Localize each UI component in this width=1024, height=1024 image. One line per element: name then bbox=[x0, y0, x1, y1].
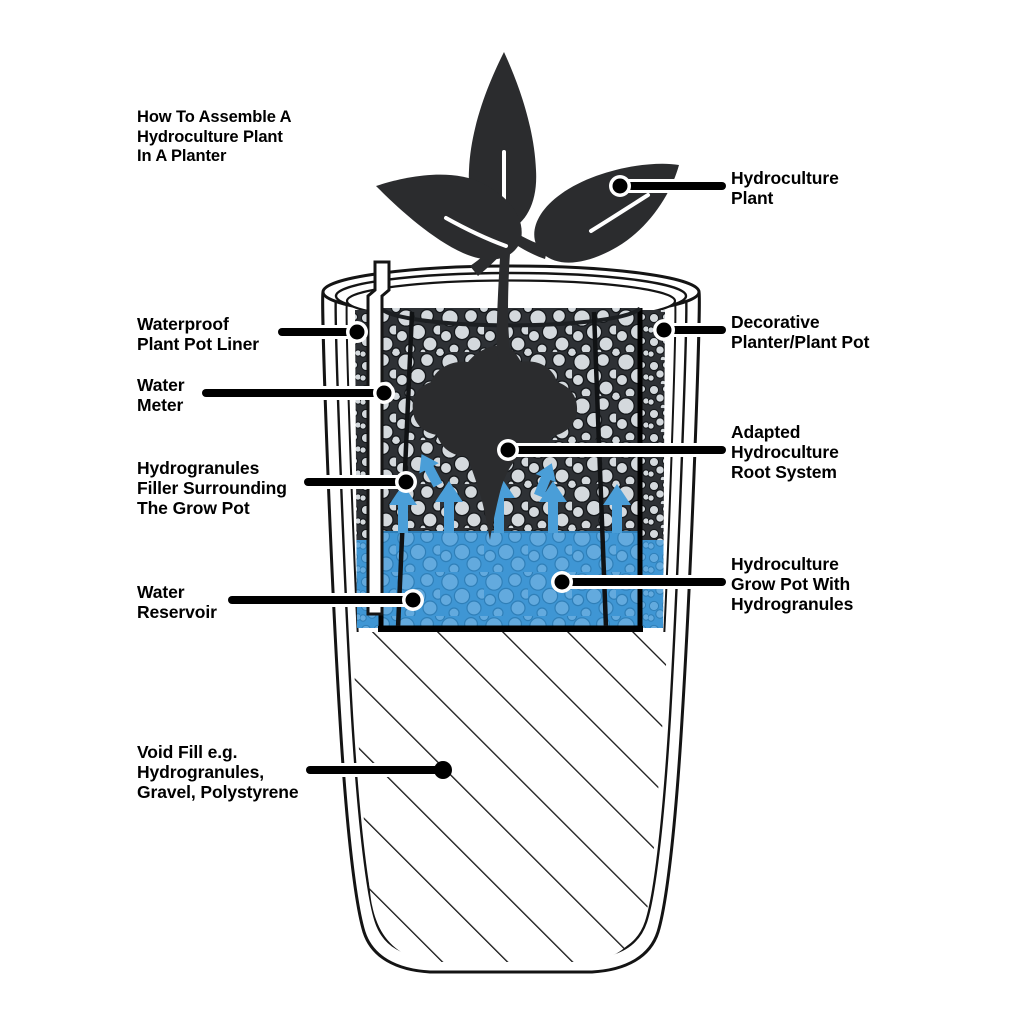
leader-filler bbox=[301, 471, 417, 493]
label-hydroculture-plant: Hydroculture Plant bbox=[731, 168, 839, 208]
arrow-up bbox=[603, 484, 631, 533]
leader-liner bbox=[275, 321, 368, 343]
adapted-root-system bbox=[412, 345, 578, 540]
arrow-up bbox=[389, 484, 417, 533]
leader-void-fill bbox=[303, 761, 452, 779]
label-hydrogranules-filler: Hydrogranules Filler Surrounding The Gro… bbox=[137, 458, 287, 518]
arrow-diagonal bbox=[419, 454, 443, 488]
leader-plant bbox=[609, 175, 729, 197]
label-water-meter: Water Meter bbox=[137, 375, 185, 415]
label-water-reservoir: Water Reservoir bbox=[137, 582, 217, 622]
leader-reservoir bbox=[225, 589, 424, 611]
label-waterproof-liner: Waterproof Plant Pot Liner bbox=[137, 314, 259, 354]
label-root-system: Adapted Hydroculture Root System bbox=[731, 422, 839, 482]
leader-water-meter bbox=[199, 382, 395, 404]
grow-pot-divider-left bbox=[395, 311, 415, 629]
leader-roots bbox=[497, 439, 729, 461]
leader-planter bbox=[653, 319, 729, 341]
page-title: How To Assemble A Hydroculture Plant In … bbox=[137, 108, 292, 165]
label-grow-pot: Hydroculture Grow Pot With Hydrogranules bbox=[731, 554, 854, 614]
leader-grow-pot bbox=[551, 571, 729, 593]
arrow-diagonal bbox=[533, 463, 556, 498]
arrow-up bbox=[435, 481, 463, 533]
water-meter bbox=[366, 260, 391, 616]
void-fill-region bbox=[352, 632, 668, 962]
label-decorative-planter: Decorative Planter/Plant Pot bbox=[731, 312, 870, 352]
arrow-up bbox=[539, 481, 567, 533]
leader-lines bbox=[199, 175, 729, 779]
label-void-fill: Void Fill e.g. Hydrogranules, Gravel, Po… bbox=[137, 742, 299, 802]
